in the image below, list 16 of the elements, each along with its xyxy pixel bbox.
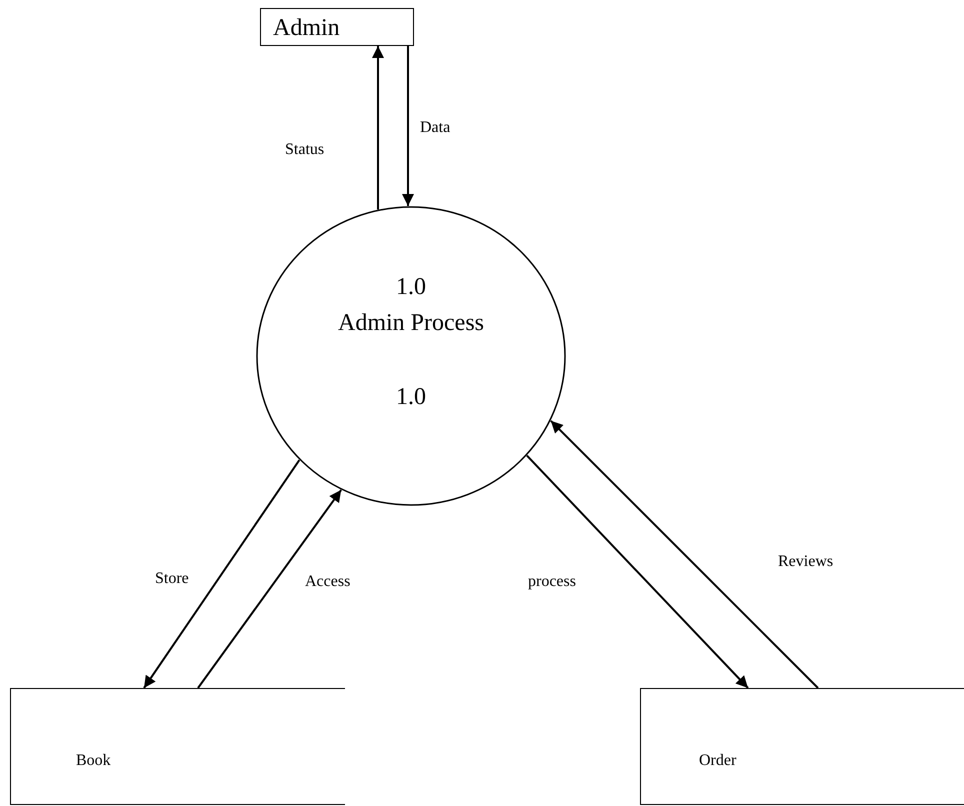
arrow	[197, 489, 342, 689]
arrow	[402, 46, 414, 206]
arrow	[550, 420, 819, 689]
entity-box	[260, 8, 414, 46]
node-label: Order	[699, 752, 736, 770]
arrow	[526, 454, 749, 689]
node-label: Admin	[273, 15, 340, 42]
data-store	[10, 688, 345, 805]
process-circle	[256, 206, 566, 506]
arrow	[372, 46, 384, 210]
node-label: Book	[76, 752, 111, 770]
arrow	[143, 459, 300, 689]
node-label: Admin Process	[337, 310, 485, 336]
node-label: 1.0	[395, 274, 427, 300]
data-store	[640, 688, 964, 805]
node-label: 1.0	[395, 384, 427, 410]
